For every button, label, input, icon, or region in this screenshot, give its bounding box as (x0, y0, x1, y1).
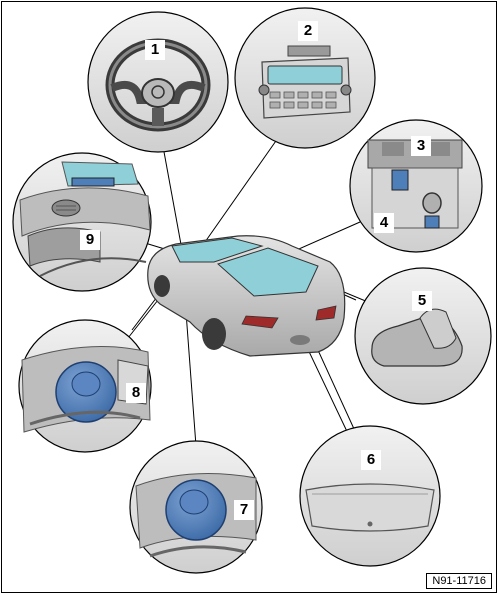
detail-rear-door-speaker (129, 440, 263, 574)
callout-1: 1 (145, 40, 165, 60)
detail-dashboard (12, 152, 152, 292)
callout-4: 4 (374, 213, 394, 233)
callout-3: 3 (411, 136, 431, 156)
callout-7: 7 (234, 500, 254, 520)
detail-rear-window (299, 425, 441, 567)
detail-front-door-speaker (18, 319, 152, 453)
callout-5: 5 (412, 291, 432, 311)
car-illustration (147, 235, 346, 357)
callout-6: 6 (361, 450, 381, 470)
detail-radio-unit (234, 7, 376, 149)
detail-roof-antenna (354, 267, 492, 405)
callout-9: 9 (80, 230, 100, 250)
callout-2: 2 (298, 21, 318, 41)
callout-8: 8 (126, 383, 146, 403)
detail-steering-wheel (87, 11, 229, 153)
figure-reference-code: N91-11716 (426, 573, 492, 589)
